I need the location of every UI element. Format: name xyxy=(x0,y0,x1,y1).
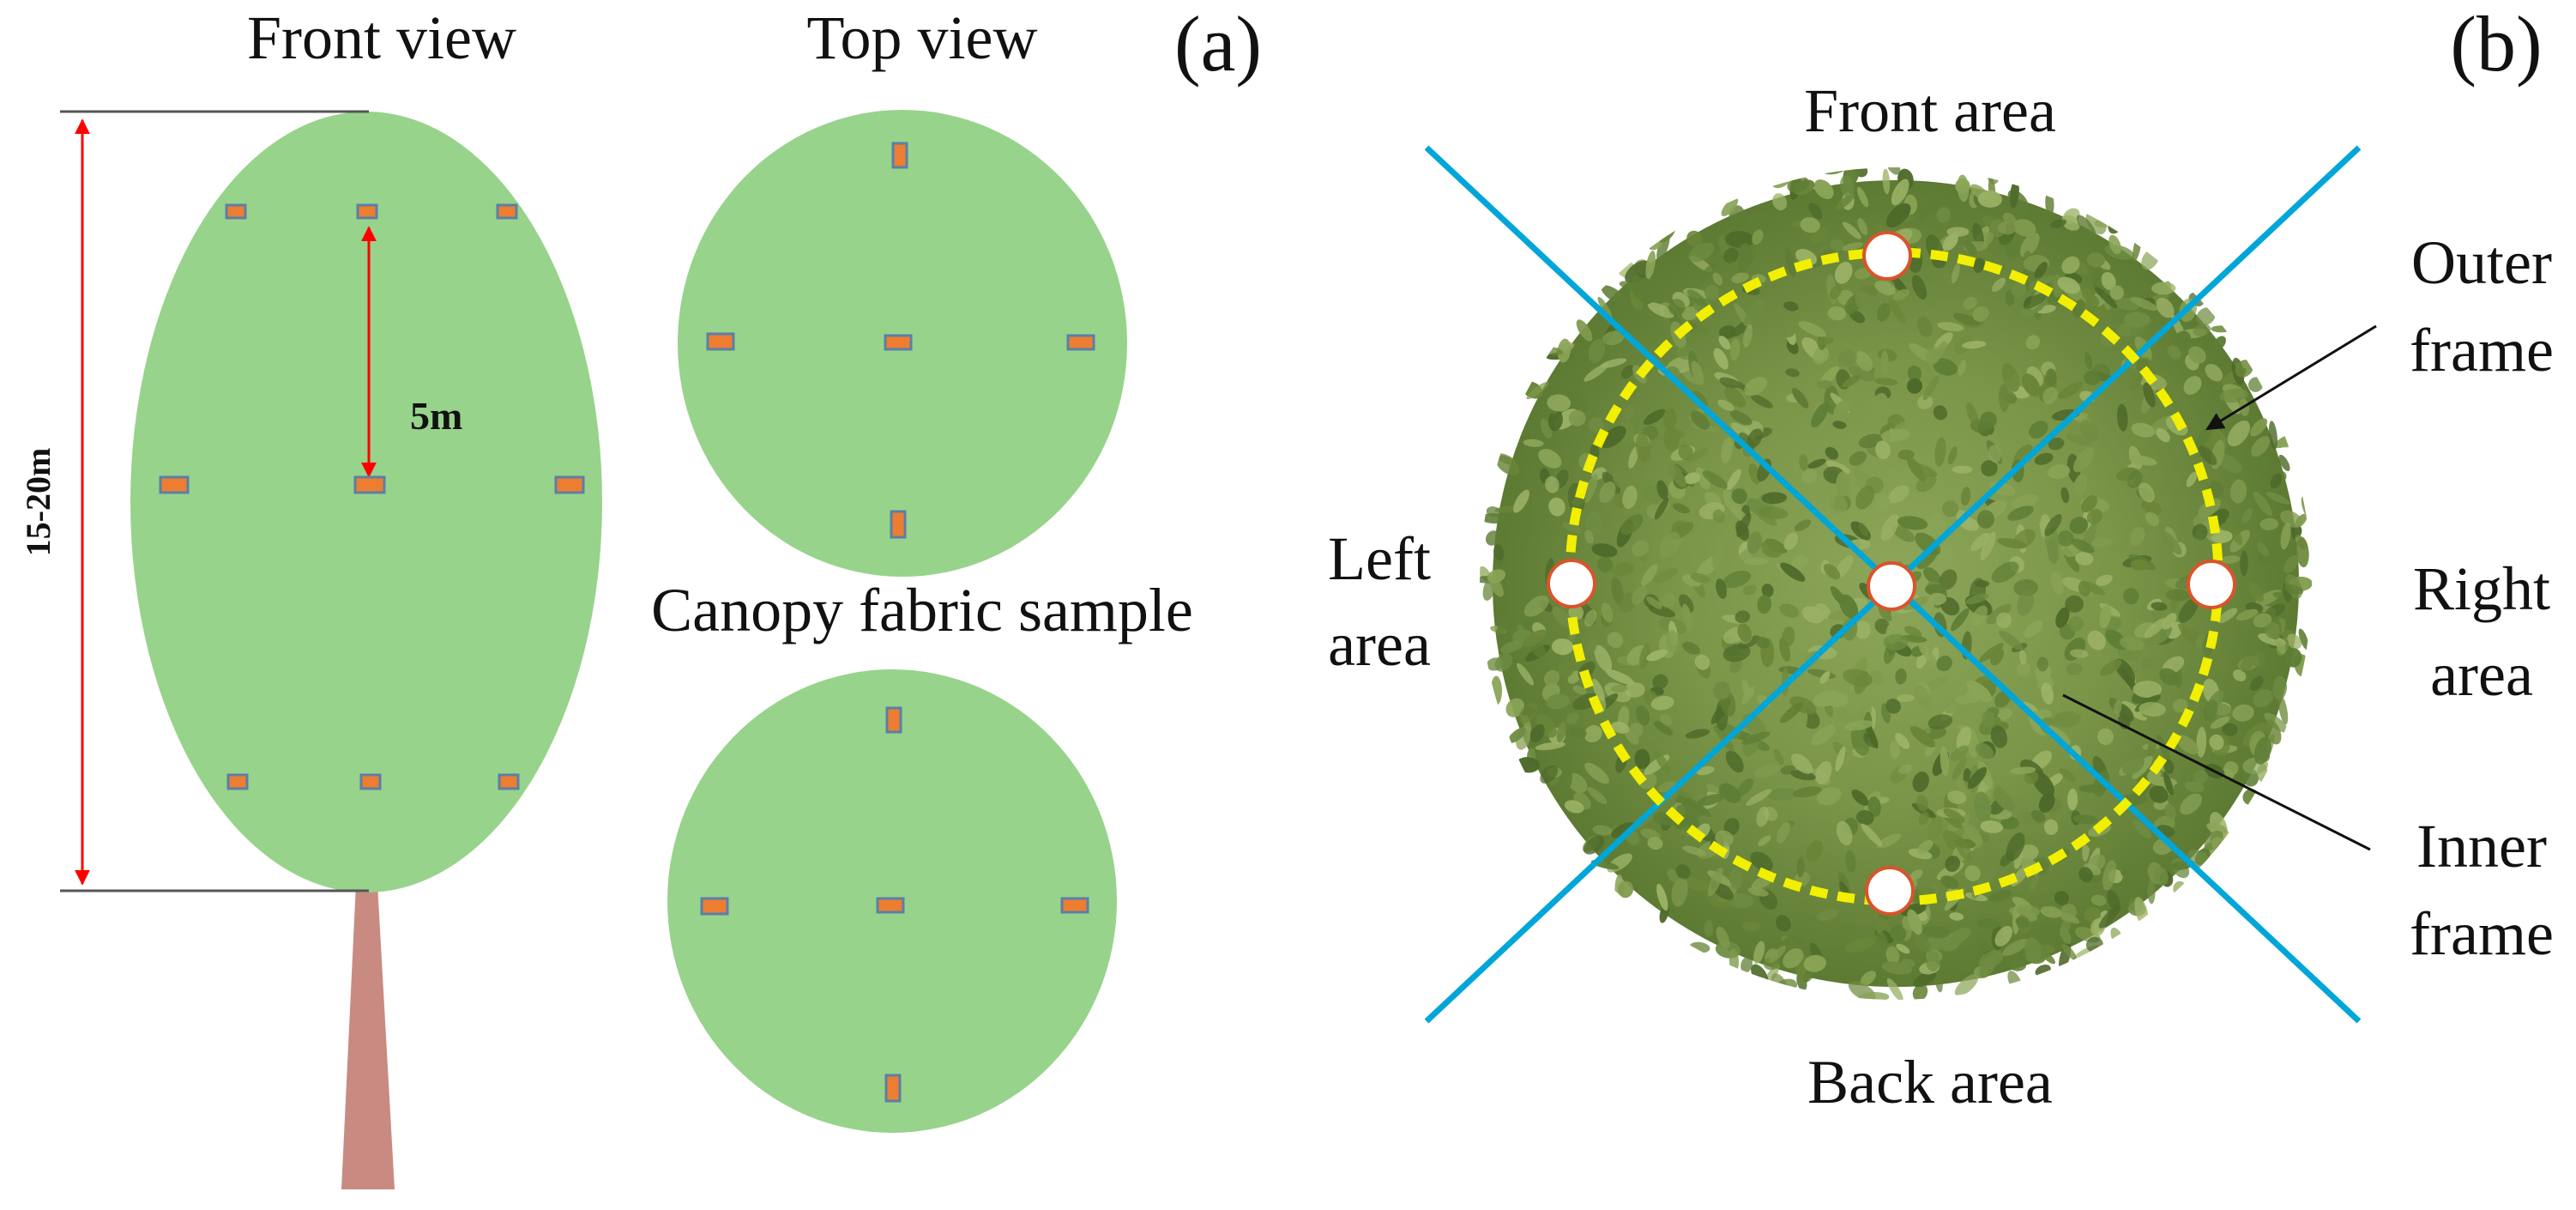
leaf xyxy=(2173,881,2187,898)
outer-frame-label-line2: frame xyxy=(2410,316,2554,384)
sample-marker xyxy=(498,205,516,218)
leaf xyxy=(2131,560,2149,571)
sample-point-front xyxy=(1864,233,1910,279)
panel-a-label: (a) xyxy=(1174,0,1262,88)
sample-marker xyxy=(556,477,583,493)
sample-point-back xyxy=(1867,868,1913,914)
sample-marker xyxy=(499,775,518,789)
canopy-sample-title: Canopy fabric sample xyxy=(651,576,1193,644)
inner-frame-label-line1: Inner xyxy=(2416,812,2547,880)
leaf xyxy=(2108,926,2127,951)
trunk xyxy=(341,884,395,1189)
sample-marker xyxy=(1068,336,1094,349)
leaf xyxy=(2131,232,2144,263)
sample-marker xyxy=(358,205,377,218)
panel-b-label: (b) xyxy=(2450,0,2542,88)
left-area-label-line2: area xyxy=(1328,610,1431,679)
leaf xyxy=(2005,969,2025,996)
outer-frame-label-line1: Outer xyxy=(2411,228,2552,297)
height-label: 15-20m xyxy=(19,448,57,557)
front-area-label: Front area xyxy=(1804,76,2056,145)
sample-marker xyxy=(708,334,733,349)
top-view-title: Top view xyxy=(807,3,1038,72)
sample-marker xyxy=(702,898,727,914)
sample-point-right xyxy=(2188,561,2235,608)
sample-marker xyxy=(361,775,380,789)
spacing-label: 5m xyxy=(410,394,462,438)
sample-marker xyxy=(878,898,903,912)
sample-marker xyxy=(893,143,907,167)
leaf xyxy=(1926,951,1940,971)
front-view-title: Front view xyxy=(247,3,516,72)
panel-b: (b) Front area Back area Left area Right… xyxy=(1328,0,2554,1116)
sample-point-center xyxy=(1868,563,1915,609)
inner-frame-label-line2: frame xyxy=(2410,899,2554,968)
leaf xyxy=(2033,962,2053,979)
left-area-label-line1: Left xyxy=(1328,524,1431,593)
sample-marker xyxy=(891,511,905,537)
leaf xyxy=(1689,941,1710,954)
leaf xyxy=(1946,227,1969,237)
leaf xyxy=(1491,675,1503,705)
right-area-label-line2: area xyxy=(2430,640,2533,709)
sample-marker xyxy=(160,477,188,493)
sample-marker xyxy=(226,205,245,218)
leaf xyxy=(2105,215,2125,236)
sample-marker xyxy=(887,708,901,732)
leaf xyxy=(2045,368,2056,386)
right-area-label-line1: Right xyxy=(2413,554,2550,623)
sample-marker xyxy=(1062,898,1088,912)
sample-marker xyxy=(228,775,247,789)
back-area-label: Back area xyxy=(1807,1048,2053,1116)
leaf xyxy=(1634,749,1650,769)
sample-marker xyxy=(355,477,384,493)
leaf xyxy=(2211,325,2230,332)
sample-marker xyxy=(886,1075,900,1101)
sample-marker xyxy=(885,336,911,349)
leaf xyxy=(1822,164,1846,176)
panel-a: Front view Top view (a) 15-20m 5m xyxy=(19,0,1262,1189)
sample-point-left xyxy=(1548,560,1595,607)
leaf xyxy=(2300,495,2312,517)
